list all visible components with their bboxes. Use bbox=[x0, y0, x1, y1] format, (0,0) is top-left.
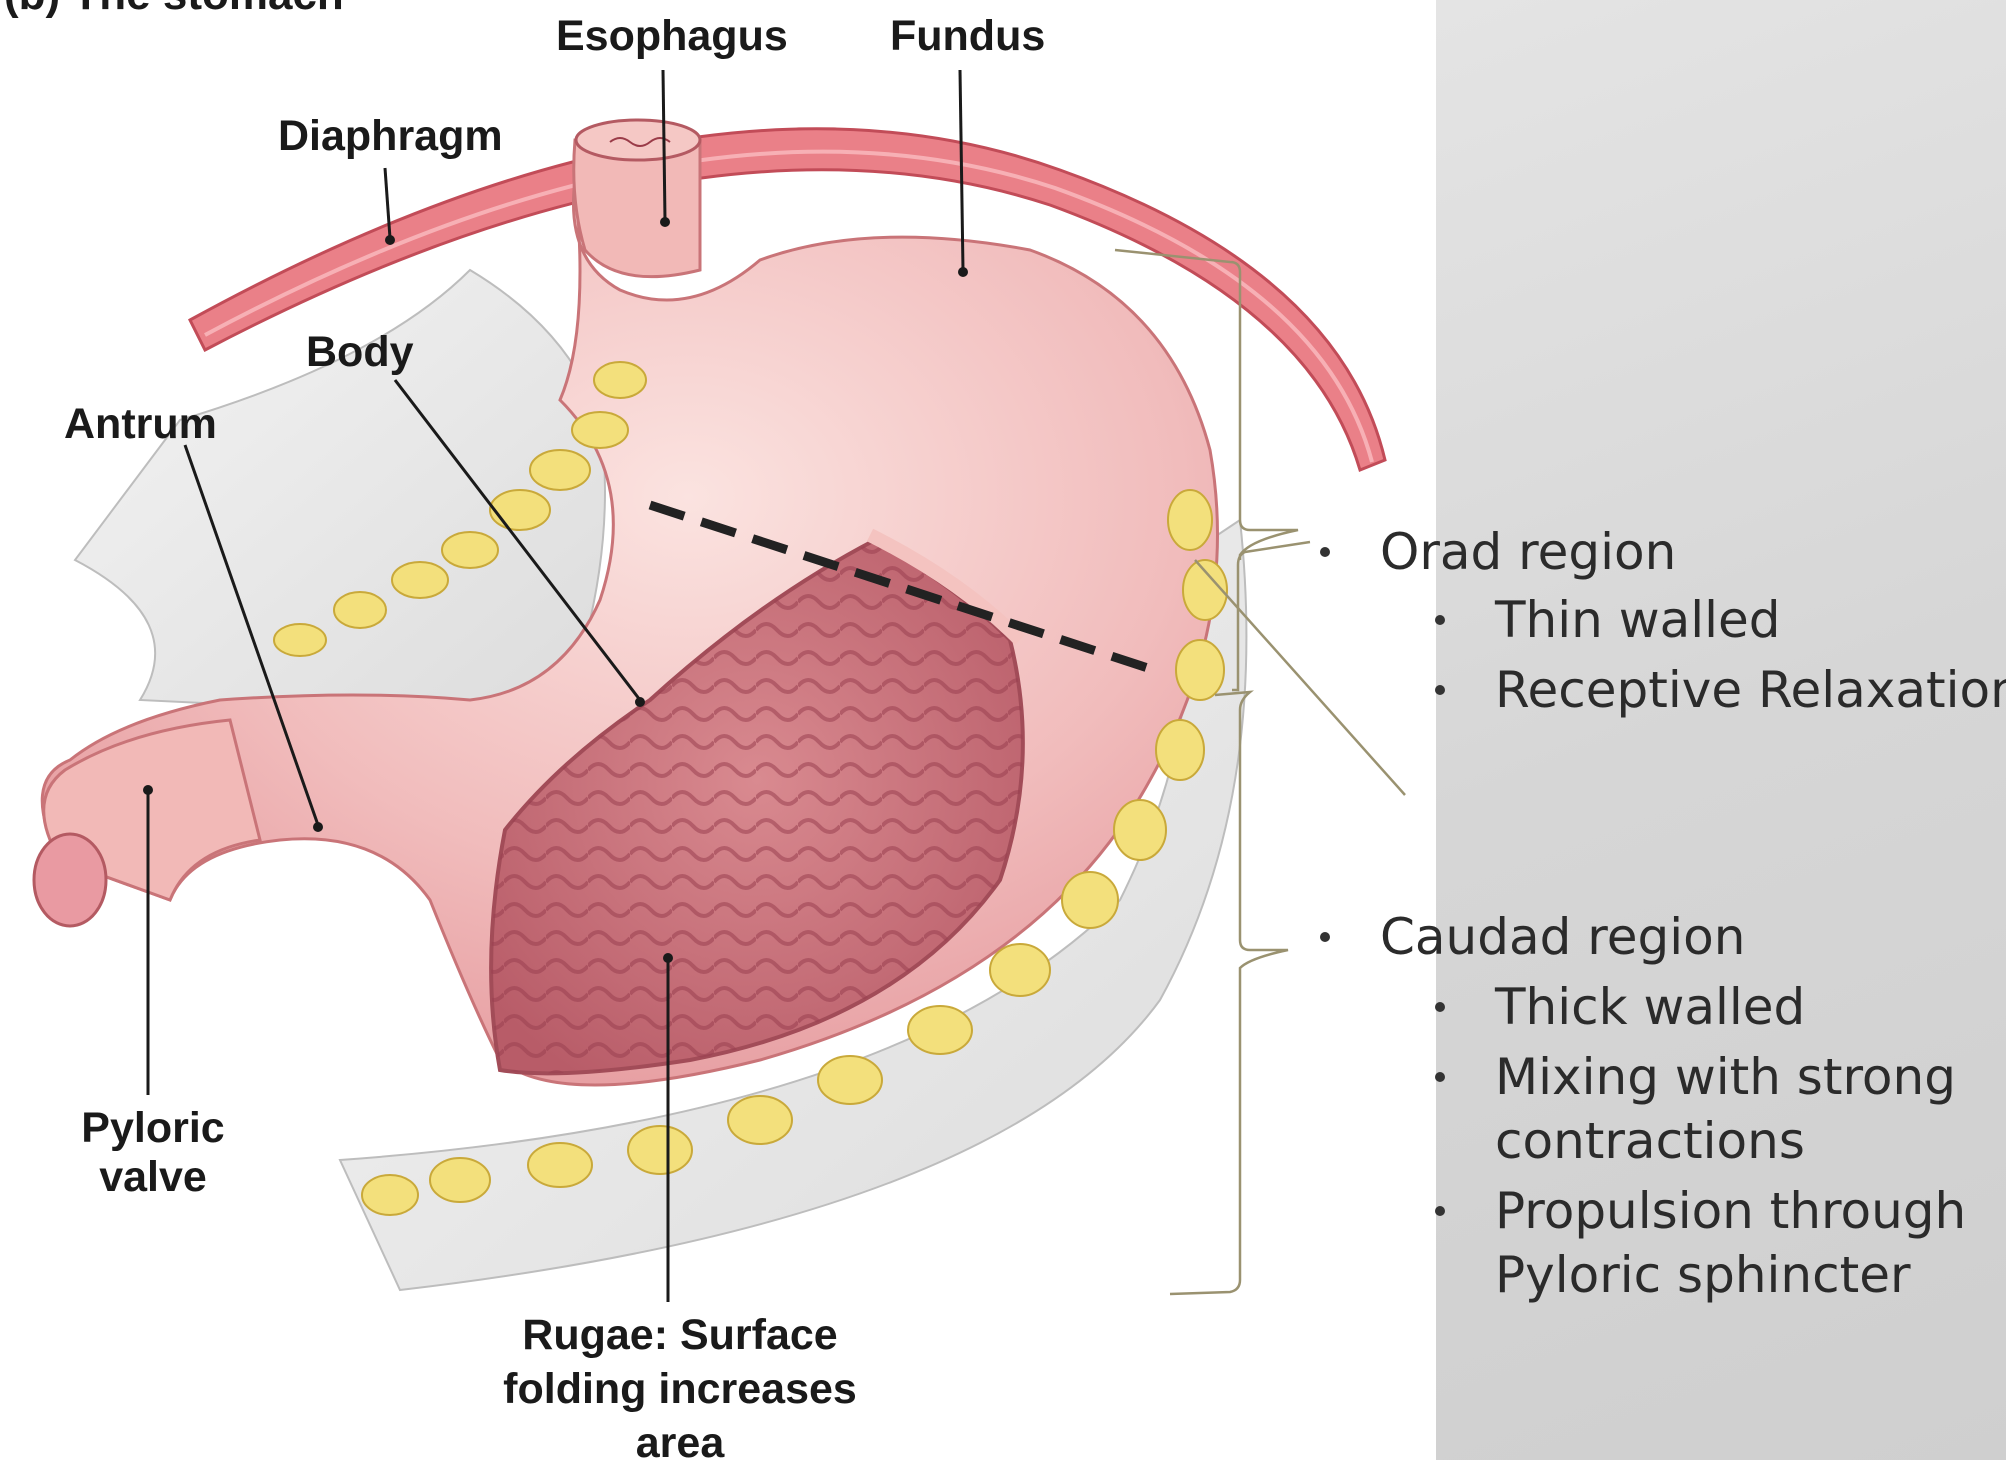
caudad-region-heading: Caudad region bbox=[1380, 905, 1966, 969]
bullet-dot bbox=[1435, 615, 1445, 625]
label-rugae: Rugae: Surface folding increases area bbox=[460, 1308, 900, 1470]
bullet-dot bbox=[1435, 685, 1445, 695]
bullet-dot bbox=[1435, 1072, 1445, 1082]
bullet-dot bbox=[1435, 1206, 1445, 1216]
orad-region-heading: Orad region bbox=[1380, 520, 2006, 584]
figure-title: (b) The stomach bbox=[4, 0, 344, 21]
label-pyloric-valve: Pyloric valve bbox=[68, 1104, 238, 1203]
label-diaphragm: Diaphragm bbox=[278, 112, 503, 161]
caudad-item: Propulsion through Pyloric sphincter bbox=[1495, 1179, 1966, 1307]
label-body: Body bbox=[306, 328, 414, 377]
bullet-dot bbox=[1320, 547, 1330, 557]
orad-item: Receptive Relaxation bbox=[1495, 658, 2006, 722]
label-esophagus: Esophagus bbox=[556, 12, 788, 61]
caudad-item: Mixing with strong contractions bbox=[1495, 1045, 1966, 1173]
label-fundus: Fundus bbox=[890, 12, 1045, 61]
caudad-item: Thick walled bbox=[1495, 975, 1966, 1039]
bullet-dot bbox=[1320, 932, 1330, 942]
orad-region-list: Orad region Thin walled Receptive Relaxa… bbox=[1380, 520, 2006, 722]
bullet-dot bbox=[1435, 1002, 1445, 1012]
caudad-region-list: Caudad region Thick walled Mixing with s… bbox=[1380, 905, 1966, 1307]
label-antrum: Antrum bbox=[64, 400, 217, 449]
orad-item: Thin walled bbox=[1495, 588, 2006, 652]
